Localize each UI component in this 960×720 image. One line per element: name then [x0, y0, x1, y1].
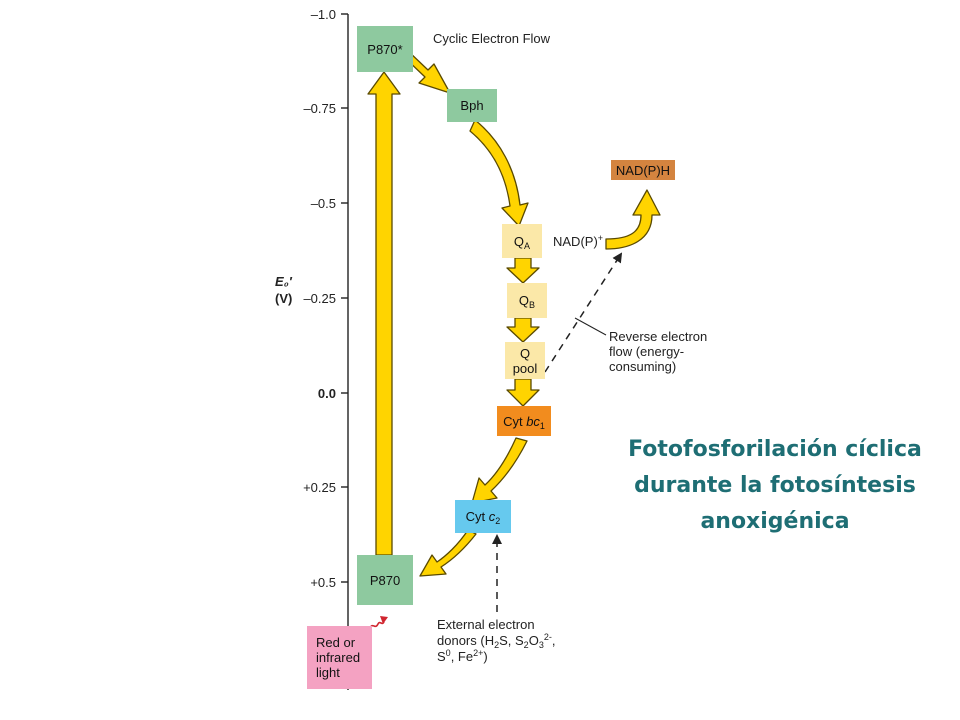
cyt-c2-label: Cyt c2 [465, 509, 501, 526]
qa-box: QA [502, 224, 542, 258]
potential-axis: –1.0 –0.75 –0.5 –0.25 0.0 +0.25 +0.5 E₀′… [275, 7, 349, 690]
axis-tick-label: –0.75 [303, 101, 336, 116]
p870-label: P870 [369, 572, 401, 588]
excitation-arrow [367, 71, 401, 556]
external-donors-label: External electron donors (H2S, S2O32-, S… [437, 617, 556, 664]
qa-label: QA [513, 233, 531, 251]
qpool-label-line2: pool [512, 360, 538, 376]
light-box: Red or infrared light [307, 626, 372, 689]
arrow-nadp-to-nadph [605, 189, 661, 250]
light-label-line2: infrared [316, 650, 361, 665]
cyt-c2-box: Cyt c2 [455, 500, 511, 533]
cyclic-flow-label: Cyclic Electron Flow [433, 31, 551, 46]
nadph-box: NAD(P)H [611, 160, 675, 180]
axis-title: E₀′ [275, 274, 293, 289]
nadph-label: NAD(P)H [615, 162, 671, 178]
arrow-cytc2-to-p870 [419, 529, 477, 577]
reverse-flow-leader-line [574, 317, 607, 336]
cyt-bc1-box: Cyt bc1 [497, 406, 551, 436]
arrow-bph-to-qa [469, 119, 529, 227]
light-label-line1: Red or [316, 635, 356, 650]
slide-title-line1: Fotofosforilación cíclica [628, 437, 922, 462]
arrow-qb-to-qpool [506, 317, 540, 343]
dashed-arrows [492, 252, 623, 612]
axis-tick-label: –1.0 [311, 7, 336, 22]
axis-tick-label: –0.5 [311, 196, 336, 211]
cyclic-electron-flow-arrows [367, 49, 661, 577]
axis-tick-label: –0.25 [303, 291, 336, 306]
qpool-label-line1: Q [519, 345, 531, 361]
arrow-cytbc1-to-cytc2 [471, 437, 528, 504]
reverse-flow-label: Reverse electron flow (energy- consuming… [609, 329, 708, 374]
nadp-label: NAD(P)+ [553, 233, 604, 250]
light-label-line3: light [316, 665, 340, 680]
arrow-qa-to-qb [506, 257, 540, 284]
slide-title: Fotofosforilación cíclica durante la fot… [590, 432, 960, 540]
bph-label: Bph [460, 98, 484, 113]
p870-excited-label: P870* [367, 41, 403, 57]
axis-tick-label: 0.0 [318, 386, 336, 401]
qb-box: QB [507, 283, 547, 318]
axis-unit: (V) [275, 291, 292, 306]
slide-title-line3: anoxigénica [700, 509, 850, 534]
p870-excited-box: P870* [357, 26, 413, 72]
p870-box: P870 [357, 555, 413, 605]
qb-label: QB [518, 293, 536, 310]
slide-title-line2: durante la fotosíntesis [634, 473, 916, 498]
axis-tick-label: +0.5 [310, 575, 336, 590]
reverse-electron-flow-arrow [544, 252, 623, 373]
bph-box: Bph [447, 89, 497, 122]
arrow-qpool-to-cytbc1 [506, 378, 540, 407]
axis-tick-label: +0.25 [303, 480, 336, 495]
qpool-box: Q pool [505, 342, 545, 379]
cyt-bc1-label: Cyt bc1 [503, 413, 545, 431]
